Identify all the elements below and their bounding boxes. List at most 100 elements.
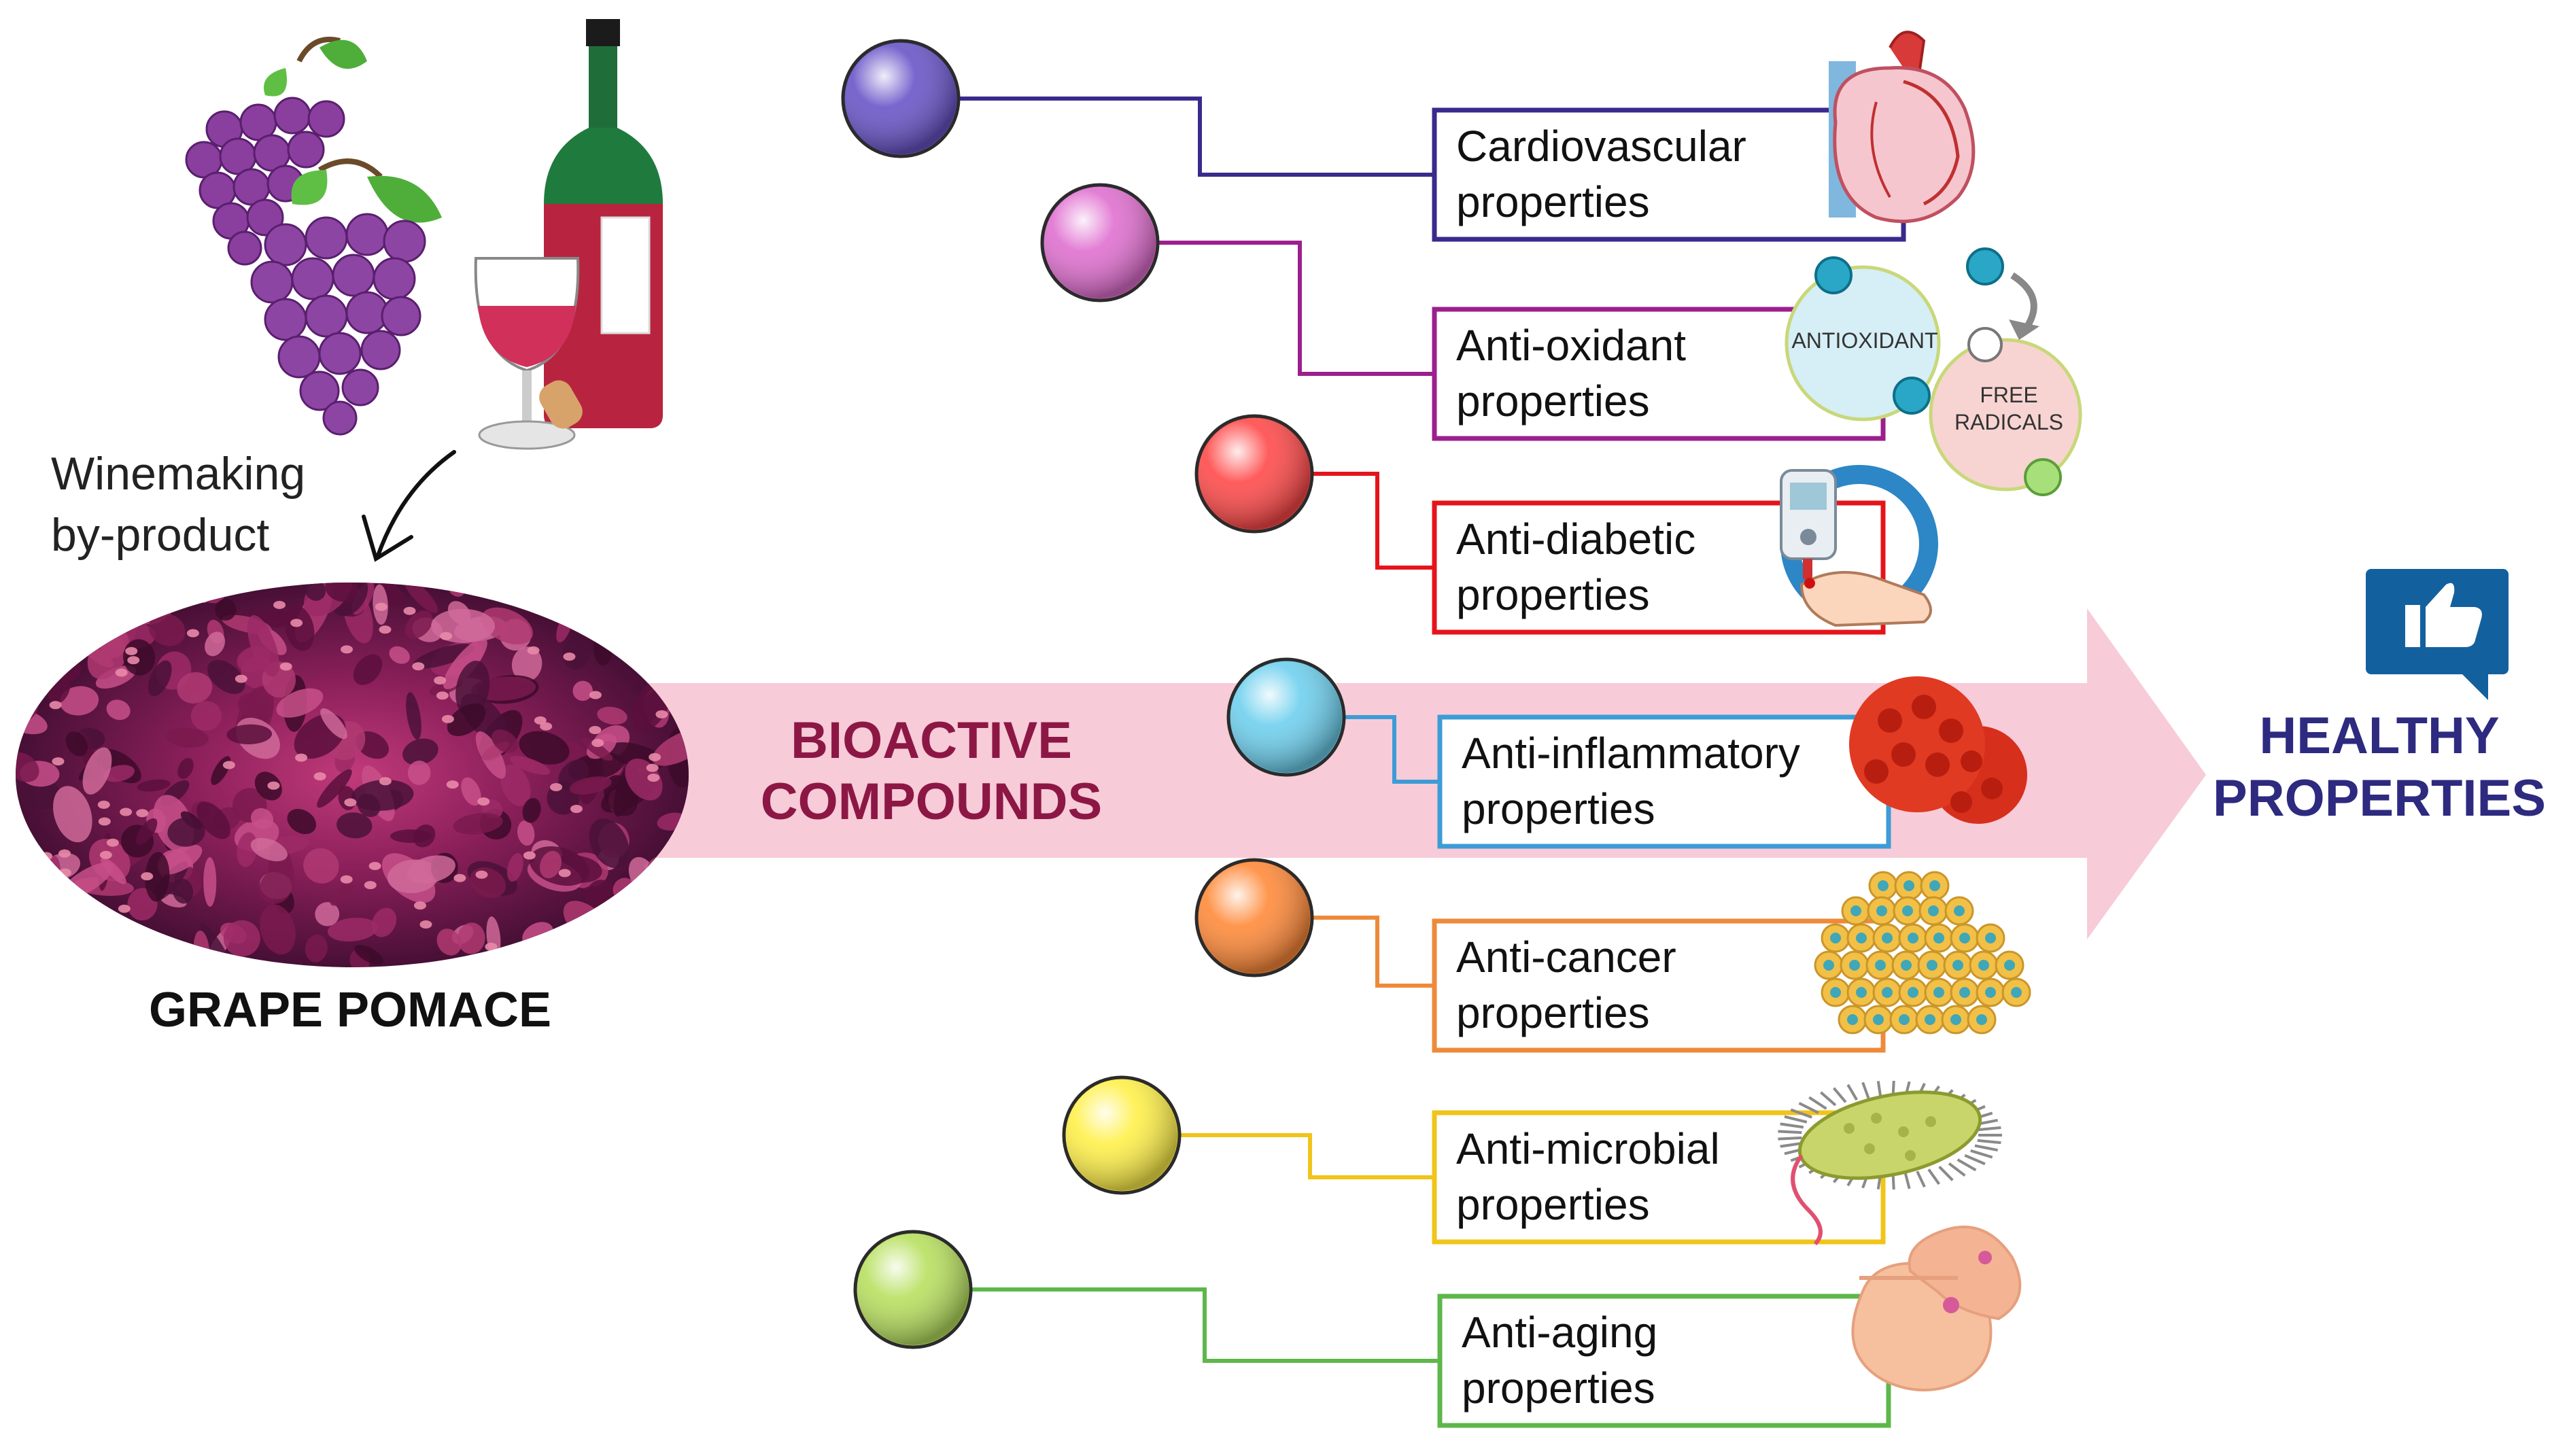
pomace-fragment bbox=[403, 583, 438, 613]
pomace-fragment bbox=[28, 583, 63, 628]
cancer-cells-icon bbox=[1814, 871, 2031, 1035]
cancer-cell-nucleus bbox=[1856, 987, 1867, 998]
pomace-seed bbox=[655, 710, 668, 718]
cancer-cell-nucleus bbox=[1933, 933, 1944, 943]
pomace-seed bbox=[51, 617, 64, 625]
pomace-seed bbox=[58, 868, 71, 877]
pomace-fragment bbox=[589, 818, 630, 869]
bacterium-hair bbox=[1861, 1081, 1870, 1099]
pomace-seed bbox=[125, 646, 138, 655]
pomace-seed bbox=[120, 808, 133, 816]
pomace-fragment bbox=[447, 703, 486, 736]
connector-line bbox=[1122, 1133, 1434, 1179]
pomace-fragment bbox=[525, 583, 572, 609]
bacterium-hair bbox=[1974, 1144, 1998, 1152]
pomace-fragment bbox=[455, 661, 490, 716]
pomace-seed bbox=[534, 716, 547, 725]
pomace-fragment bbox=[247, 615, 279, 677]
sphere-highlight bbox=[845, 43, 957, 154]
pomace-fragment bbox=[413, 824, 436, 848]
compound-spheres bbox=[841, 39, 1346, 1349]
pomace-seed bbox=[49, 701, 62, 710]
pomace-seed bbox=[136, 809, 149, 818]
property-label-line2: properties bbox=[1462, 1364, 1655, 1412]
pomace-seed bbox=[649, 752, 661, 761]
pomace-fragment bbox=[604, 614, 657, 644]
bacterium-hair bbox=[1778, 1130, 1802, 1134]
pomace-label: GRAPE POMACE bbox=[149, 983, 551, 1037]
flow-label-line2: COMPOUNDS bbox=[761, 773, 1102, 831]
pomace-seed bbox=[171, 596, 184, 605]
pomace-fragment bbox=[305, 934, 328, 963]
compound-sphere bbox=[1062, 1075, 1182, 1195]
pomace-fragment bbox=[676, 583, 689, 600]
bacterium-hair bbox=[1790, 1108, 1812, 1119]
bacterium-hair bbox=[1778, 1136, 1802, 1141]
pomace-seed bbox=[52, 757, 65, 766]
antioxidant-text: ANTIOXIDANT bbox=[1791, 328, 1937, 353]
cancer-cell-nucleus bbox=[1908, 987, 1918, 998]
pomace-fragment bbox=[260, 904, 296, 955]
pomace-fragment bbox=[436, 929, 462, 956]
pomace-seed bbox=[550, 783, 563, 792]
bacterium-hair bbox=[1876, 1081, 1882, 1098]
property-label-line2: properties bbox=[1462, 784, 1655, 833]
bacterium-hair bbox=[1808, 1096, 1827, 1110]
property-label-line2: properties bbox=[1456, 570, 1650, 619]
pomace-fragment bbox=[158, 844, 203, 875]
pomace-seed bbox=[379, 625, 392, 634]
cancer-cell-nucleus bbox=[1882, 987, 1893, 998]
svg-text:Winemaking: Winemaking bbox=[51, 448, 305, 500]
pomace-seed bbox=[379, 777, 392, 786]
pomace-seed bbox=[563, 653, 576, 661]
property-box-frame bbox=[1437, 1294, 1891, 1428]
pomace-fragment bbox=[597, 706, 627, 725]
pomace-fragment bbox=[407, 761, 431, 785]
pomace-fragment bbox=[65, 584, 97, 621]
pomace-seed bbox=[99, 850, 112, 859]
bacterium-hair bbox=[1820, 1091, 1837, 1107]
bacterium-hair bbox=[1846, 1084, 1859, 1101]
pomace-fragment bbox=[330, 884, 353, 906]
cancer-cell-nucleus bbox=[1823, 960, 1834, 971]
pomace-seed bbox=[589, 691, 602, 699]
connector-line bbox=[1254, 472, 1434, 570]
pomace-fragment bbox=[404, 610, 433, 639]
pomace-seed bbox=[40, 852, 53, 861]
property-label-line2: properties bbox=[1456, 377, 1650, 426]
flow-label-line1: BIOACTIVE bbox=[791, 712, 1072, 769]
pomace-seed bbox=[477, 797, 490, 806]
property-box-frame bbox=[1432, 107, 1906, 242]
pomace-fragment bbox=[82, 747, 112, 795]
pomace-seed bbox=[570, 804, 583, 813]
pomace-seed bbox=[403, 606, 416, 615]
pomace-fragment bbox=[506, 853, 523, 882]
pomace-fragment bbox=[250, 837, 288, 862]
compound-sphere bbox=[1194, 858, 1314, 977]
cancer-cell-nucleus bbox=[1850, 905, 1861, 916]
pomace-seed bbox=[98, 817, 111, 826]
antioxidant-icon bbox=[1785, 247, 2082, 496]
pomace-seed bbox=[589, 726, 602, 735]
wine-glass-icon bbox=[474, 257, 583, 450]
cancer-cell-nucleus bbox=[1903, 880, 1914, 891]
pomace-fragment bbox=[325, 583, 358, 602]
pomace-seed bbox=[436, 691, 449, 700]
cancer-cell-nucleus bbox=[1985, 987, 1996, 998]
pomace-seed bbox=[540, 722, 553, 731]
free-radicals-text-line1: FREE bbox=[1980, 383, 2037, 407]
inflammation-cells-icon bbox=[1849, 676, 2027, 824]
property-box-frame bbox=[1432, 918, 1886, 1053]
pomace-fragment bbox=[443, 638, 487, 689]
pomace-fragment bbox=[647, 583, 680, 604]
cancer-cell-nucleus bbox=[1954, 905, 1965, 916]
cancer-cell-nucleus bbox=[1899, 1014, 1910, 1025]
pomace-fragment bbox=[215, 598, 237, 621]
pomace-fragment bbox=[101, 857, 126, 884]
pomace-fragment bbox=[18, 583, 65, 619]
cancer-cell-nucleus bbox=[1878, 880, 1889, 891]
target-label-line1: HEALTHY bbox=[2259, 707, 2499, 765]
pomace-fragment bbox=[458, 922, 485, 954]
bacterium-hair bbox=[1798, 1102, 1819, 1114]
